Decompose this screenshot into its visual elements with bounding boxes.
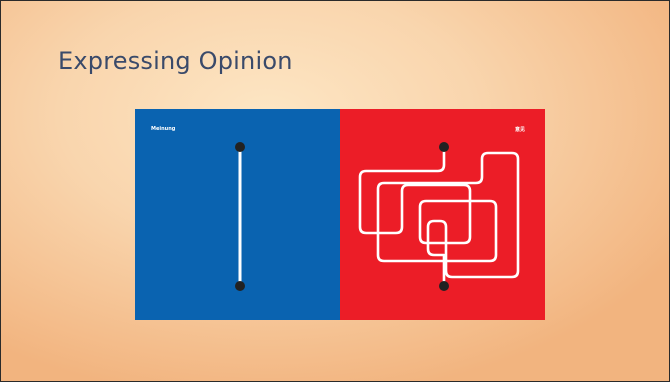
right-panel-tangled-line: 意见: [340, 109, 545, 320]
left-panel-label: Meinung: [151, 126, 176, 132]
tangled-line: [358, 147, 520, 286]
straight-path-graphic: [235, 142, 245, 291]
start-dot: [235, 142, 245, 152]
right-panel-label: 意见: [514, 127, 525, 133]
left-panel-straight-line: Meinung: [135, 109, 340, 320]
tangled-path-graphic: [358, 142, 520, 291]
start-dot: [439, 142, 449, 152]
slide-title: Expressing Opinion: [58, 47, 293, 75]
end-dot: [235, 281, 245, 291]
end-dot: [439, 281, 449, 291]
